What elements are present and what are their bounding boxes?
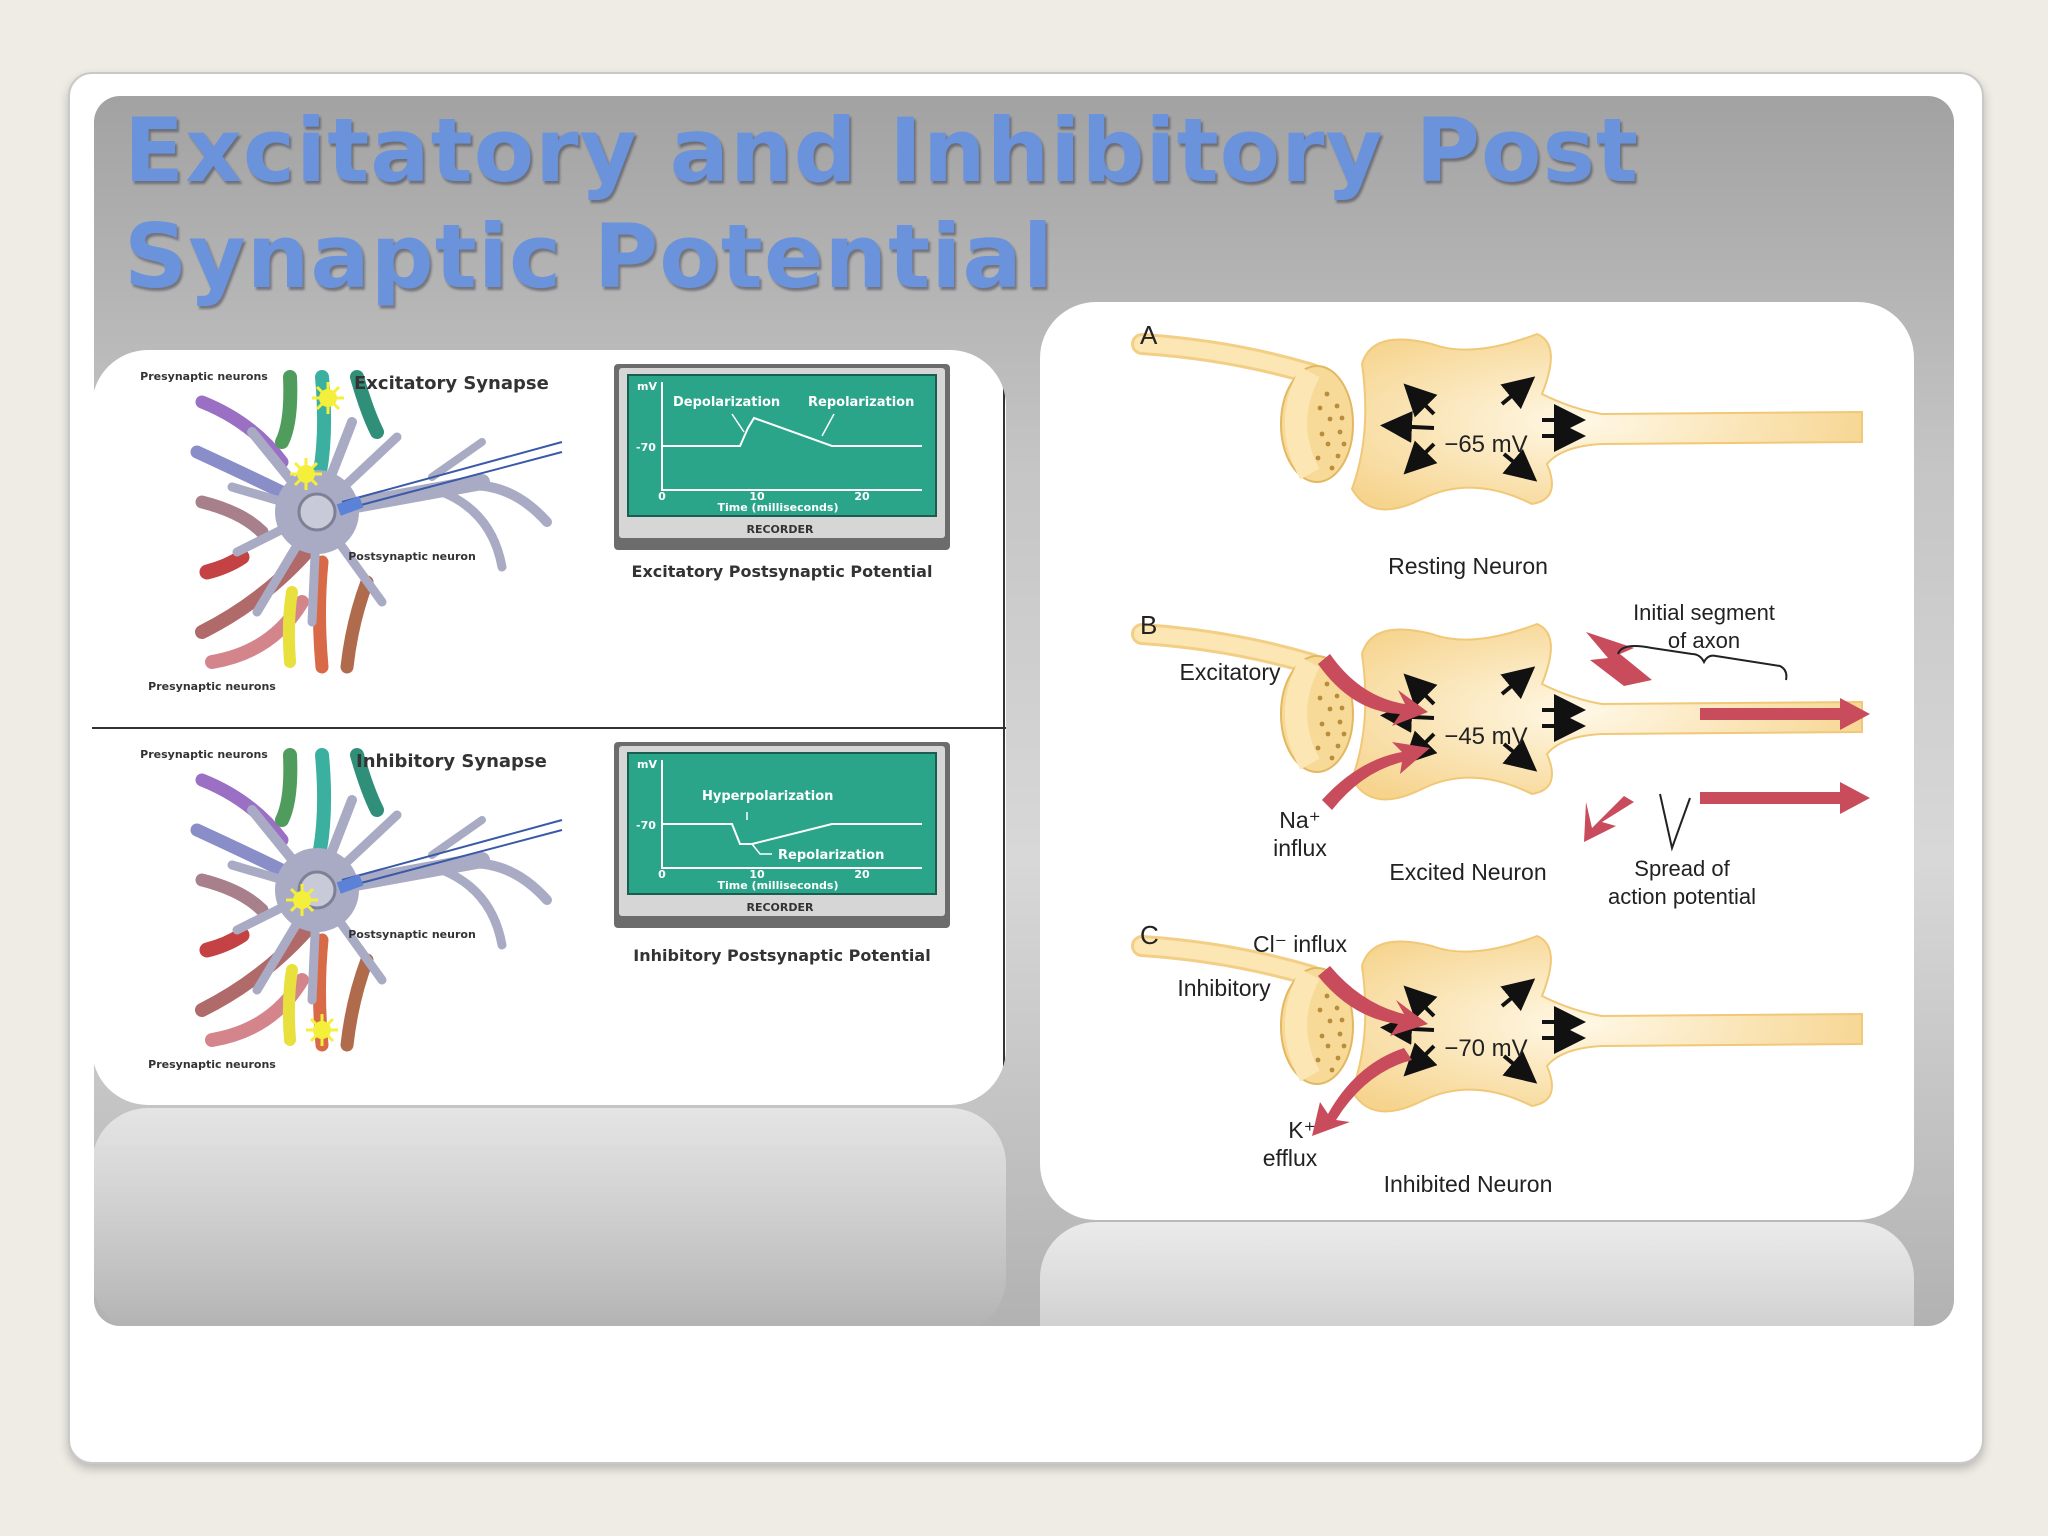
recorder-device-label: RECORDER (747, 523, 815, 536)
repolarization-label: Repolarization (808, 395, 914, 410)
recorder-excitatory: mV -70 Depolarization Repolarization 0 1… (614, 364, 950, 550)
presynaptic-label-bottom: Presynaptic neurons (148, 680, 276, 693)
k-ion-label: K⁺ (1288, 1117, 1315, 1143)
caption-excited-neuron: Excited Neuron (1389, 859, 1546, 885)
excitatory-input-label: Excitatory (1180, 659, 1281, 685)
postsynaptic-label: Postsynaptic neuron (348, 550, 476, 563)
hyperpolarization-label: Hyperpolarization (702, 789, 833, 804)
of-axon-label: of axon (1668, 628, 1740, 653)
caption-inhibited-neuron: Inhibited Neuron (1384, 1171, 1553, 1197)
presynaptic-label-top: Presynaptic neurons (140, 370, 268, 383)
presynaptic-label-top: Presynaptic neurons (140, 748, 268, 761)
voltage-inhibited: −70 mV (1444, 1035, 1527, 1062)
epsp-caption: Excitatory Postsynaptic Potential (632, 562, 933, 581)
excitatory-heading: Excitatory Synapse (354, 373, 549, 394)
state-letter-a: A (1140, 320, 1158, 350)
initial-segment-label: Initial segment (1633, 600, 1775, 625)
x-axis-label: Time (milliseconds) (718, 501, 839, 514)
k-efflux-label: efflux (1263, 1145, 1318, 1171)
spread-label: Spread of (1634, 856, 1730, 881)
state-letter-b: B (1140, 610, 1157, 640)
slide-title: Excitatory and Inhibitory Post Synaptic … (124, 99, 1639, 308)
x-tick-20: 20 (854, 868, 870, 881)
recorder-y-tick: -70 (636, 441, 656, 454)
panel-reflection (92, 1108, 1006, 1334)
repolarization-label: Repolarization (778, 848, 884, 863)
recorder-y-tick: -70 (636, 819, 656, 832)
presynaptic-label-bottom: Presynaptic neurons (148, 1058, 276, 1071)
cl-k-arrows (1312, 966, 1428, 1136)
panel-reflection (1040, 1222, 1914, 1446)
x-tick-0: 0 (658, 868, 666, 881)
inhibitory-heading: Inhibitory Synapse (356, 751, 547, 772)
na-ion-label: Na⁺ (1279, 807, 1321, 833)
action-potential-label: action potential (1608, 884, 1756, 909)
recorder-unit: mV (637, 380, 657, 393)
cl-influx-label: Cl⁻ influx (1253, 931, 1347, 957)
voltage-excited: −45 mV (1444, 723, 1527, 750)
postsynaptic-label: Postsynaptic neuron (348, 928, 476, 941)
recorder-device-label: RECORDER (747, 901, 815, 914)
depolarization-label: Depolarization (673, 395, 780, 410)
initial-segment-bracket (1617, 645, 1788, 681)
spread-pointer (1659, 793, 1691, 852)
x-tick-0: 0 (658, 490, 666, 503)
synapse-figure-panel: Presynaptic neurons Presynaptic neurons … (92, 350, 1006, 1105)
recorder-inhibitory: mV -70 Hyperpolarization Repolarization … (614, 742, 950, 928)
x-axis-label: Time (milliseconds) (718, 879, 839, 892)
na-influx-arrows (1318, 632, 1870, 842)
x-tick-10: 10 (749, 490, 765, 503)
na-influx-label: influx (1273, 835, 1327, 861)
ipsp-caption: Inhibitory Postsynaptic Potential (633, 946, 930, 965)
state-letter-c: C (1140, 920, 1159, 950)
inhibitory-input-label: Inhibitory (1177, 975, 1271, 1001)
caption-resting-neuron: Resting Neuron (1388, 553, 1548, 579)
recorder-unit: mV (637, 758, 657, 771)
x-tick-20: 20 (854, 490, 870, 503)
neuron-states-panel: A −65 mV Resting Neuron B −45 mV Excitat… (1040, 302, 1914, 1220)
voltage-resting: −65 mV (1444, 431, 1527, 458)
x-tick-10: 10 (749, 868, 765, 881)
